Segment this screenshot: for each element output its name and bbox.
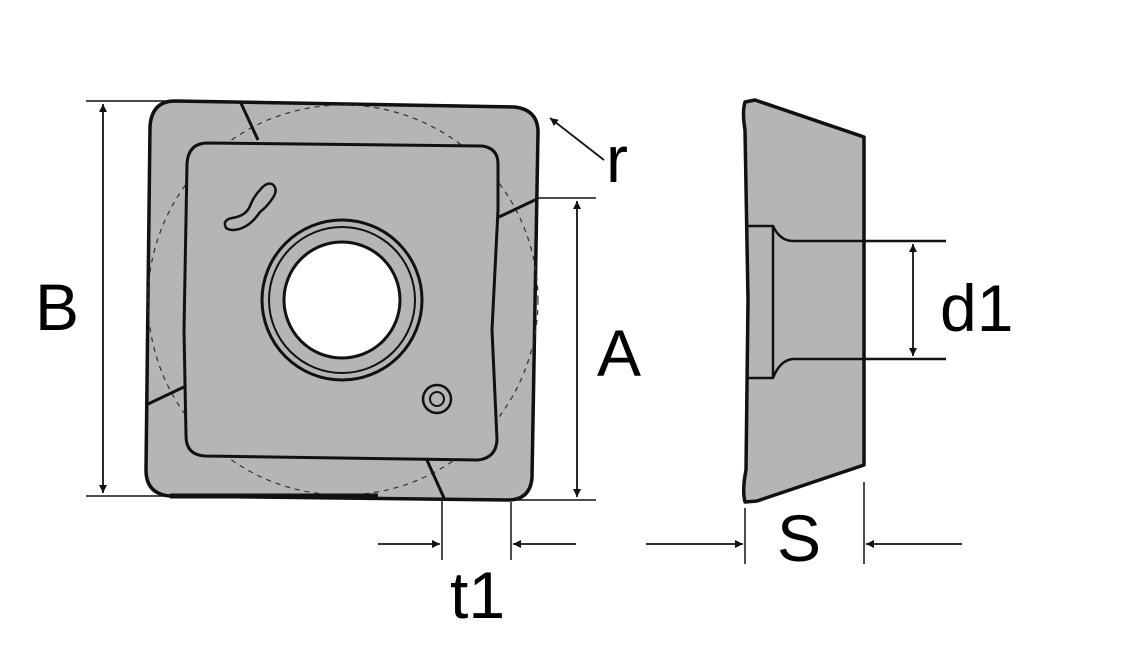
label-b: B bbox=[35, 270, 79, 344]
edge-notch-left bbox=[147, 384, 187, 406]
label-a: A bbox=[597, 316, 641, 390]
bore-section bbox=[748, 224, 946, 380]
dimension-lines bbox=[86, 100, 962, 564]
label-d1: d1 bbox=[940, 271, 1013, 345]
label-s: S bbox=[777, 501, 821, 575]
label-t1: t1 bbox=[450, 558, 505, 632]
chip-breaker-mark bbox=[223, 182, 277, 232]
mounting-hole bbox=[282, 240, 402, 360]
insert-side-view bbox=[741, 98, 946, 504]
edge-notch-right bbox=[498, 197, 538, 219]
inscribed-circle bbox=[147, 104, 539, 496]
label-r: r bbox=[606, 122, 628, 196]
radius-leader-r bbox=[549, 117, 605, 161]
id-dot-inner bbox=[429, 391, 445, 407]
edge-notch-top bbox=[238, 100, 260, 141]
edge-notch-bottom bbox=[424, 457, 446, 499]
insert-front-view bbox=[144, 99, 540, 502]
side-profile bbox=[741, 98, 866, 504]
